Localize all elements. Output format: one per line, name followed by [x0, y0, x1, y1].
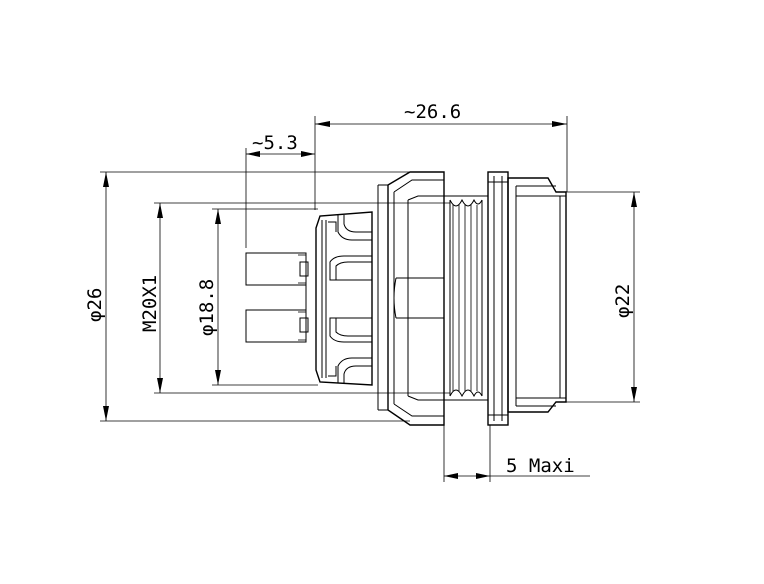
front-housing: [507, 177, 567, 413]
pin-lower: [245, 309, 309, 343]
connector-body: [245, 171, 567, 426]
dim-panel-thickness: [443, 425, 590, 482]
panel-thickness-label: 5 Maxi: [506, 455, 575, 477]
dim-outer-diameter: [100, 171, 410, 422]
outer-diameter-label: φ26: [84, 288, 106, 322]
contact-carrier: [315, 211, 373, 386]
dim-thread: [154, 202, 450, 394]
dim-front-diameter: [566, 191, 640, 403]
dim-pin-length: [245, 148, 315, 248]
front-diameter-label: φ22: [612, 284, 634, 318]
thread-section: [444, 195, 488, 401]
dim-inner-diameter: [212, 208, 318, 386]
overall-length-label: ~26.6: [404, 101, 461, 123]
pin-length-label: ~5.3: [252, 132, 298, 154]
coupling-nut: [377, 171, 445, 426]
dim-overall-length: [314, 116, 568, 210]
panel-flange: [487, 171, 509, 426]
inner-diameter-label: φ18.8: [196, 279, 218, 336]
thread-label: M20X1: [139, 275, 161, 332]
pin-upper: [245, 252, 309, 286]
